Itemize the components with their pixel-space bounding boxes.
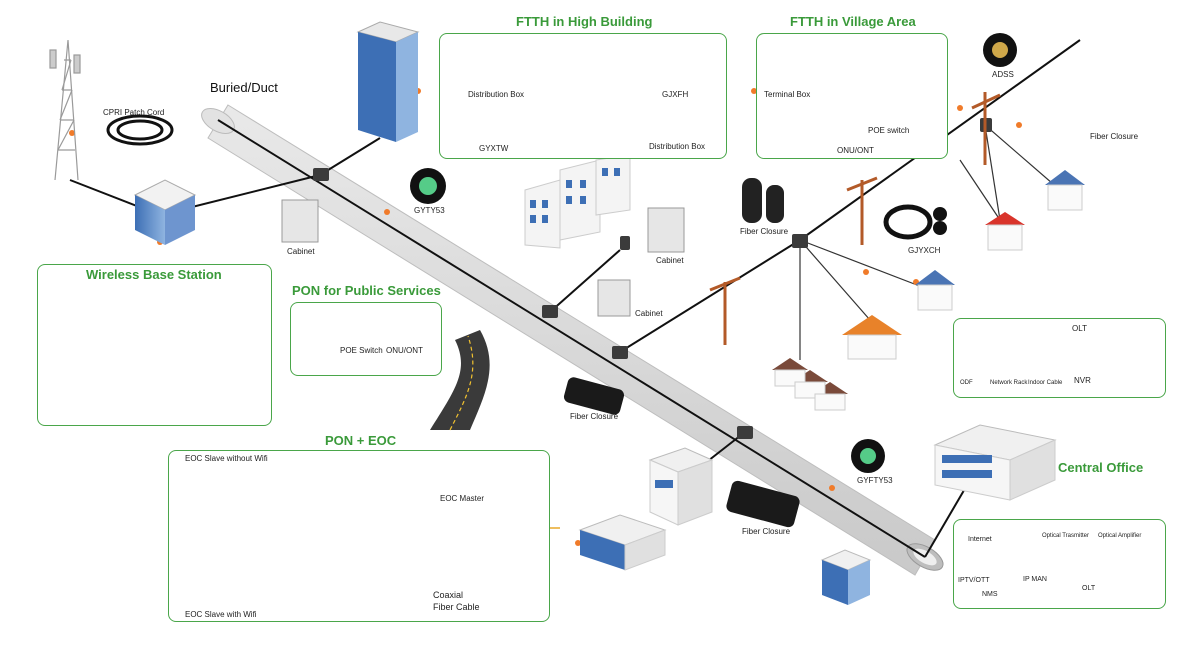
label-optical-transmitter: Optical Trasmitter	[1042, 533, 1090, 539]
title-pon-public: PON for Public Services	[292, 283, 441, 298]
central-office-building	[933, 424, 1057, 501]
label-indoor-cable: Indoor Cable	[1028, 380, 1063, 386]
label-gyfty53: GYFTY53	[857, 476, 893, 485]
cable-icons	[410, 33, 1017, 473]
base-station-cube	[133, 179, 197, 245]
title-ftth-village: FTTH in Village Area	[790, 14, 916, 29]
panel-co-network	[953, 519, 1166, 609]
label-fiber-closure-1: Fiber Closure	[740, 227, 789, 236]
cell-tower	[49, 39, 81, 181]
label-network-rack: Network Rack	[990, 380, 1028, 386]
panel-pon-eoc	[168, 450, 550, 622]
label-optical-amplifier: Optical Amplifier	[1098, 533, 1142, 539]
title-pon-eoc: PON + EOC	[325, 433, 397, 448]
cabinets	[281, 199, 685, 317]
tall-building	[356, 21, 420, 142]
dome-closure	[742, 178, 784, 223]
label-poe-switch-pub: POE Switch	[340, 346, 383, 355]
village-branches	[799, 124, 1061, 360]
label-cabinet-3: Cabinet	[635, 309, 663, 318]
panel-ftth-high-building	[439, 33, 727, 159]
label-nvr: NVR	[1074, 376, 1091, 385]
label-adss: ADSS	[992, 70, 1014, 79]
label-gyty53: GYTY53	[414, 206, 445, 215]
label-iptv-ott: IPTV/OTT	[958, 577, 990, 584]
panel-pon-public	[290, 302, 442, 376]
label-cabinet-1: Cabinet	[287, 247, 315, 256]
building-cluster	[524, 154, 631, 249]
panel-ftth-village	[756, 33, 948, 159]
title-wireless-base-station: Wireless Base Station	[86, 267, 222, 282]
houses	[772, 170, 1085, 411]
label-nms: NMS	[982, 591, 998, 598]
title-ftth-high-building: FTTH in High Building	[516, 14, 653, 29]
label-ip-man: IP MAN	[1023, 576, 1047, 583]
bottom-buildings	[578, 447, 872, 605]
road	[430, 330, 490, 431]
label-buried-duct: Buried/Duct	[210, 80, 278, 95]
label-fiber-cable: Fiber Cable	[433, 602, 480, 612]
label-distribution-box-1: Distribution Box	[468, 90, 525, 99]
label-poe-switch: POE switch	[868, 126, 910, 135]
label-coaxial: Coaxial	[433, 590, 464, 600]
label-terminal-box: Terminal Box	[764, 90, 811, 99]
title-central-office: Central Office	[1058, 460, 1144, 475]
cpri-coil	[106, 114, 174, 146]
label-internet: Internet	[968, 536, 992, 543]
label-fiber-closure-2: Fiber Closure	[1090, 132, 1139, 141]
duct-closures	[313, 118, 992, 439]
label-cpri: CPRI Patch Cord	[103, 108, 165, 117]
horizontal-closures	[563, 377, 800, 528]
utility-poles	[709, 92, 1001, 345]
label-fiber-closure-4: Fiber Closure	[742, 527, 791, 536]
label-gjyxch: GJYXCH	[908, 246, 941, 255]
panel-co-equipment	[953, 318, 1166, 398]
label-cabinet-2: Cabinet	[656, 256, 684, 265]
panel-wireless-base-station	[37, 264, 272, 426]
label-olt-co: OLT	[1082, 585, 1096, 592]
label-eoc-slave-wifi: EOC Slave with Wifi	[185, 610, 257, 619]
label-odf: ODF	[960, 380, 973, 386]
label-fiber-closure-3: Fiber Closure	[570, 412, 619, 421]
label-onu-ont-village: ONU/ONT	[837, 146, 874, 155]
label-onu-ont-pub: ONU/ONT	[386, 346, 423, 355]
label-gjxfh: GJXFH	[662, 90, 689, 99]
label-eoc-master: EOC Master	[440, 494, 485, 503]
label-eoc-slave-no-wifi: EOC Slave without Wifi	[185, 454, 268, 463]
label-distribution-box-2: Distribution Box	[649, 142, 706, 151]
label-olt: OLT	[1072, 324, 1087, 333]
label-gyxtw: GYXTW	[479, 144, 509, 153]
